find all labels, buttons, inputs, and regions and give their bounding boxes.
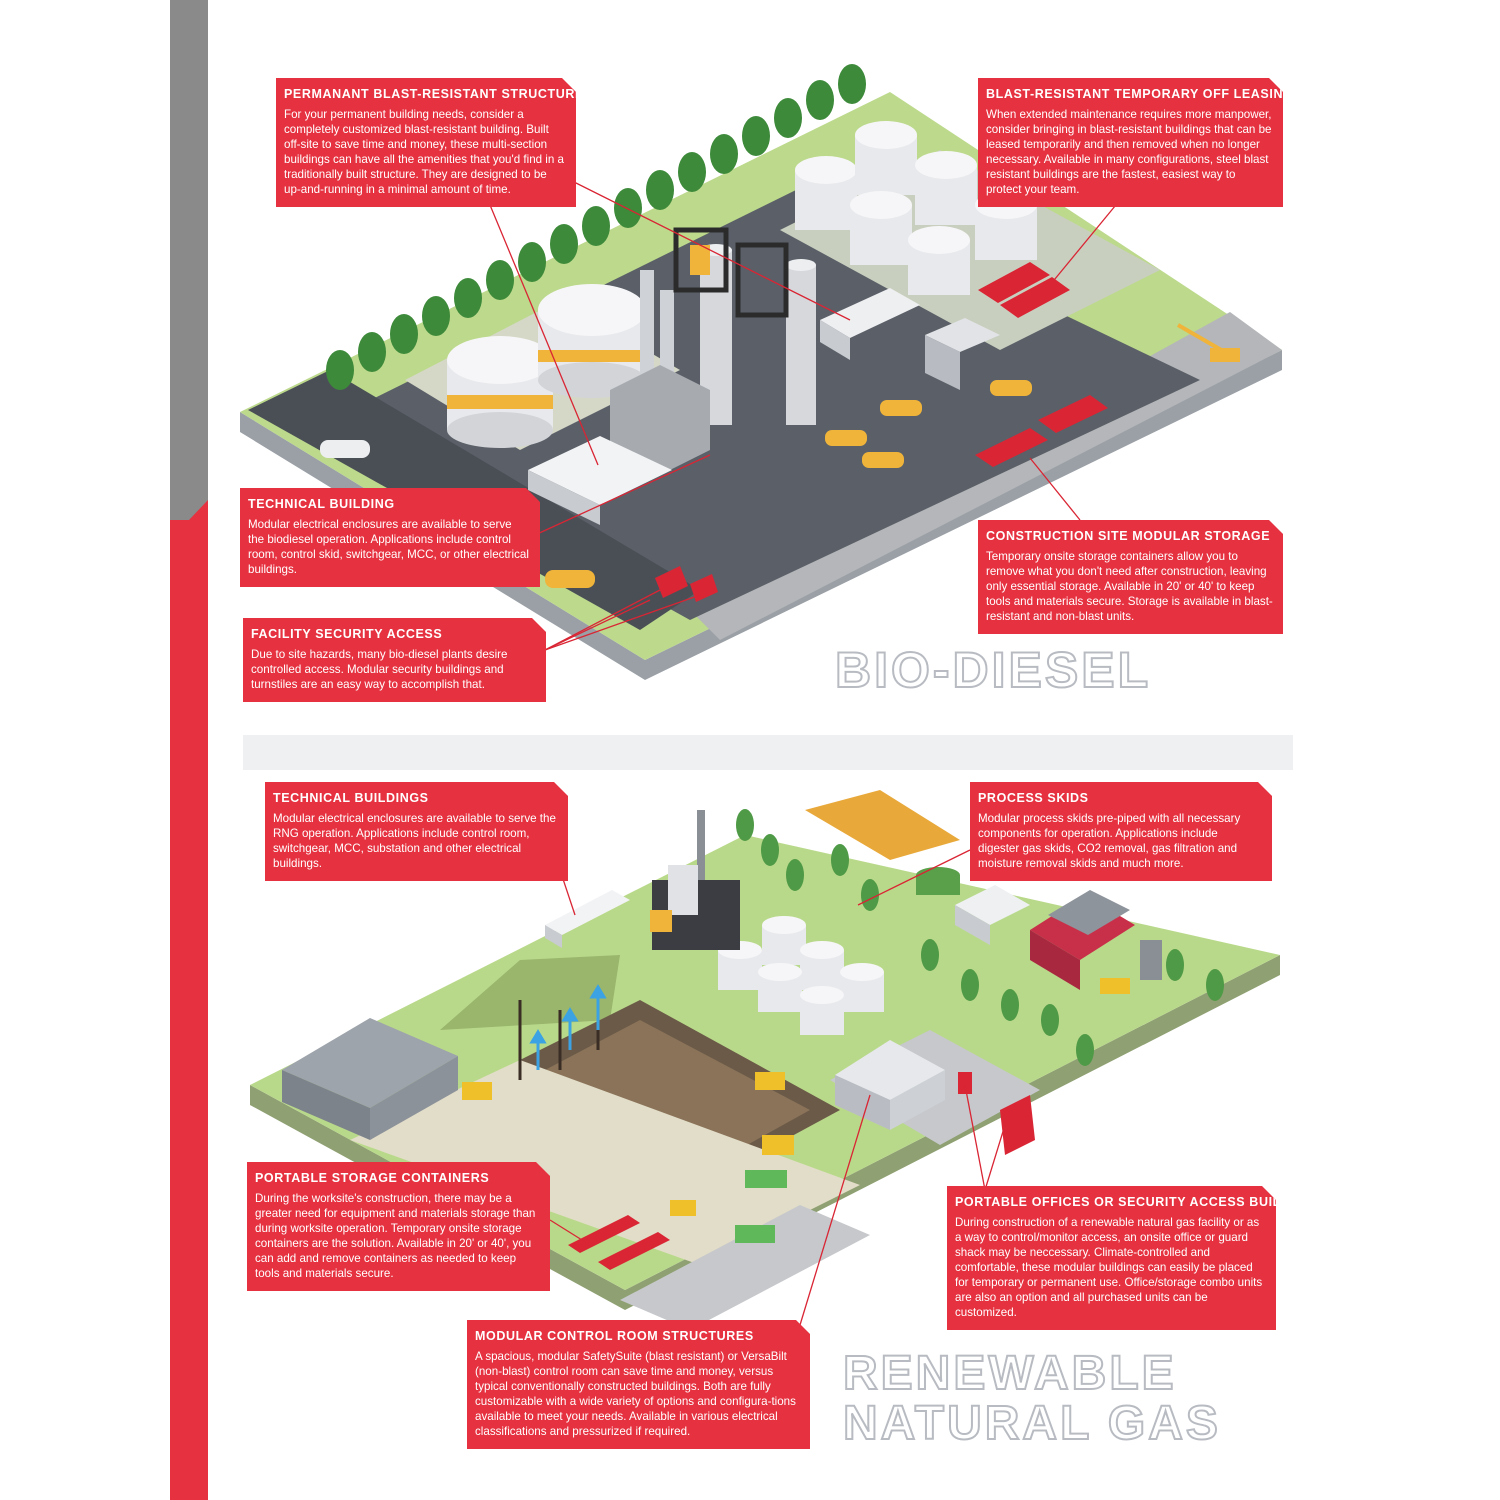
- callout-body: Modular electrical enclosures are availa…: [273, 812, 556, 870]
- callout-title: CONSTRUCTION SITE MODULAR STORAGE: [986, 529, 1271, 543]
- rng-section-title-line2: NATURAL GAS: [842, 1397, 1221, 1450]
- biodiesel-tank-farm: [795, 121, 1037, 295]
- callout-title: TECHNICAL BUILDINGS: [273, 791, 429, 805]
- callout-construction-site-storage: CONSTRUCTION SITE MODULAR STORAGE Tempor…: [978, 520, 1283, 634]
- leader-lines: [489, 179, 1121, 1326]
- rng-warehouse: [282, 1018, 458, 1140]
- callout-portable-storage-containers: PORTABLE STORAGE CONTAINERS During the w…: [247, 1162, 550, 1291]
- rng-dump-trucks: [462, 978, 1130, 1216]
- callout-title: PORTABLE STORAGE CONTAINERS: [255, 1171, 490, 1185]
- callout-body: Due to site hazards, many bio-diesel pla…: [251, 648, 508, 691]
- biodiesel-crane: [1177, 323, 1240, 362]
- callout-technical-buildings: TECHNICAL BUILDINGS Modular electrical e…: [265, 782, 568, 881]
- rng-concrete-pad: [350, 1060, 860, 1265]
- rng-process-plant: [650, 810, 740, 950]
- rng-green-trucks: [735, 1170, 787, 1243]
- biodiesel-buildings: [528, 288, 1000, 525]
- callout-body: Temporary onsite storage containers allo…: [986, 550, 1273, 623]
- biodiesel-section-title: BIO-DIESEL: [834, 642, 1152, 698]
- callout-portable-offices: PORTABLE OFFICES OR SECURITY ACCESS BUIL…: [947, 1186, 1276, 1330]
- biodiesel-process-towers: [610, 227, 816, 475]
- callout-temporary-off-leasing: BLAST-RESISTANT TEMPORARY OFF LEASING Wh…: [978, 78, 1283, 207]
- rng-tanks: [718, 916, 884, 1035]
- rng-crop-field: [805, 790, 960, 860]
- rng-cow-shed: [955, 885, 1030, 925]
- callout-modular-control-room: MODULAR CONTROL ROOM STRUCTURES A spacio…: [467, 1320, 810, 1449]
- callout-body: When extended maintenance requires more …: [986, 108, 1272, 196]
- callout-title: TECHNICAL BUILDING: [248, 497, 395, 511]
- callout-title: PORTABLE OFFICES OR SECURITY ACCESS BUIL…: [955, 1195, 1324, 1209]
- biodiesel-large-tanks: [447, 284, 646, 448]
- callout-process-skids: PROCESS SKIDS Modular process skids pre-…: [970, 782, 1272, 881]
- rng-red-containers: [568, 1072, 1035, 1270]
- rng-gravel: [620, 1205, 870, 1330]
- callout-body: Modular process skids pre-piped with all…: [978, 812, 1241, 870]
- callout-technical-building: TECHNICAL BUILDING Modular electrical en…: [240, 488, 540, 587]
- callout-title: FACILITY SECURITY ACCESS: [251, 627, 443, 641]
- callout-permanent-blast-resistant: PERMANANT BLAST-RESISTANT STRUCTURES For…: [276, 78, 576, 207]
- side-bar-notch: [170, 500, 208, 540]
- callout-title: PROCESS SKIDS: [978, 791, 1089, 805]
- callout-title: PERMANANT BLAST-RESISTANT STRUCTURES: [284, 87, 593, 101]
- rng-trees: [736, 809, 1224, 1066]
- side-bar-gray: [170, 0, 208, 540]
- callout-body: Modular electrical enclosures are availa…: [248, 518, 529, 576]
- biodiesel-tree-row: [326, 64, 866, 390]
- callout-facility-security-access: FACILITY SECURITY ACCESS Due to site haz…: [243, 618, 546, 702]
- rng-barn: [1030, 890, 1162, 990]
- callout-title: MODULAR CONTROL ROOM STRUCTURES: [475, 1329, 754, 1343]
- rng-technical-building: [545, 890, 630, 935]
- callout-body: During construction of a renewable natur…: [955, 1216, 1263, 1319]
- rng-section-title-line1: RENEWABLE: [842, 1347, 1177, 1400]
- callout-body: For your permanent building needs, consi…: [284, 108, 564, 196]
- rng-control-room-buildings: [835, 1040, 945, 1130]
- rng-hill: [440, 955, 620, 1030]
- section-divider: [243, 735, 1293, 770]
- side-bar-red: [170, 520, 208, 1500]
- rng-gas-arrows: [529, 984, 607, 1070]
- biodiesel-tanker-trucks: [320, 380, 1032, 588]
- callout-body: A spacious, modular SafetySuite (blast r…: [475, 1350, 796, 1438]
- callout-title: BLAST-RESISTANT TEMPORARY OFF LEASING: [986, 87, 1294, 101]
- callout-body: During the worksite's construction, ther…: [255, 1192, 536, 1280]
- biodiesel-red-buildings: [655, 262, 1108, 602]
